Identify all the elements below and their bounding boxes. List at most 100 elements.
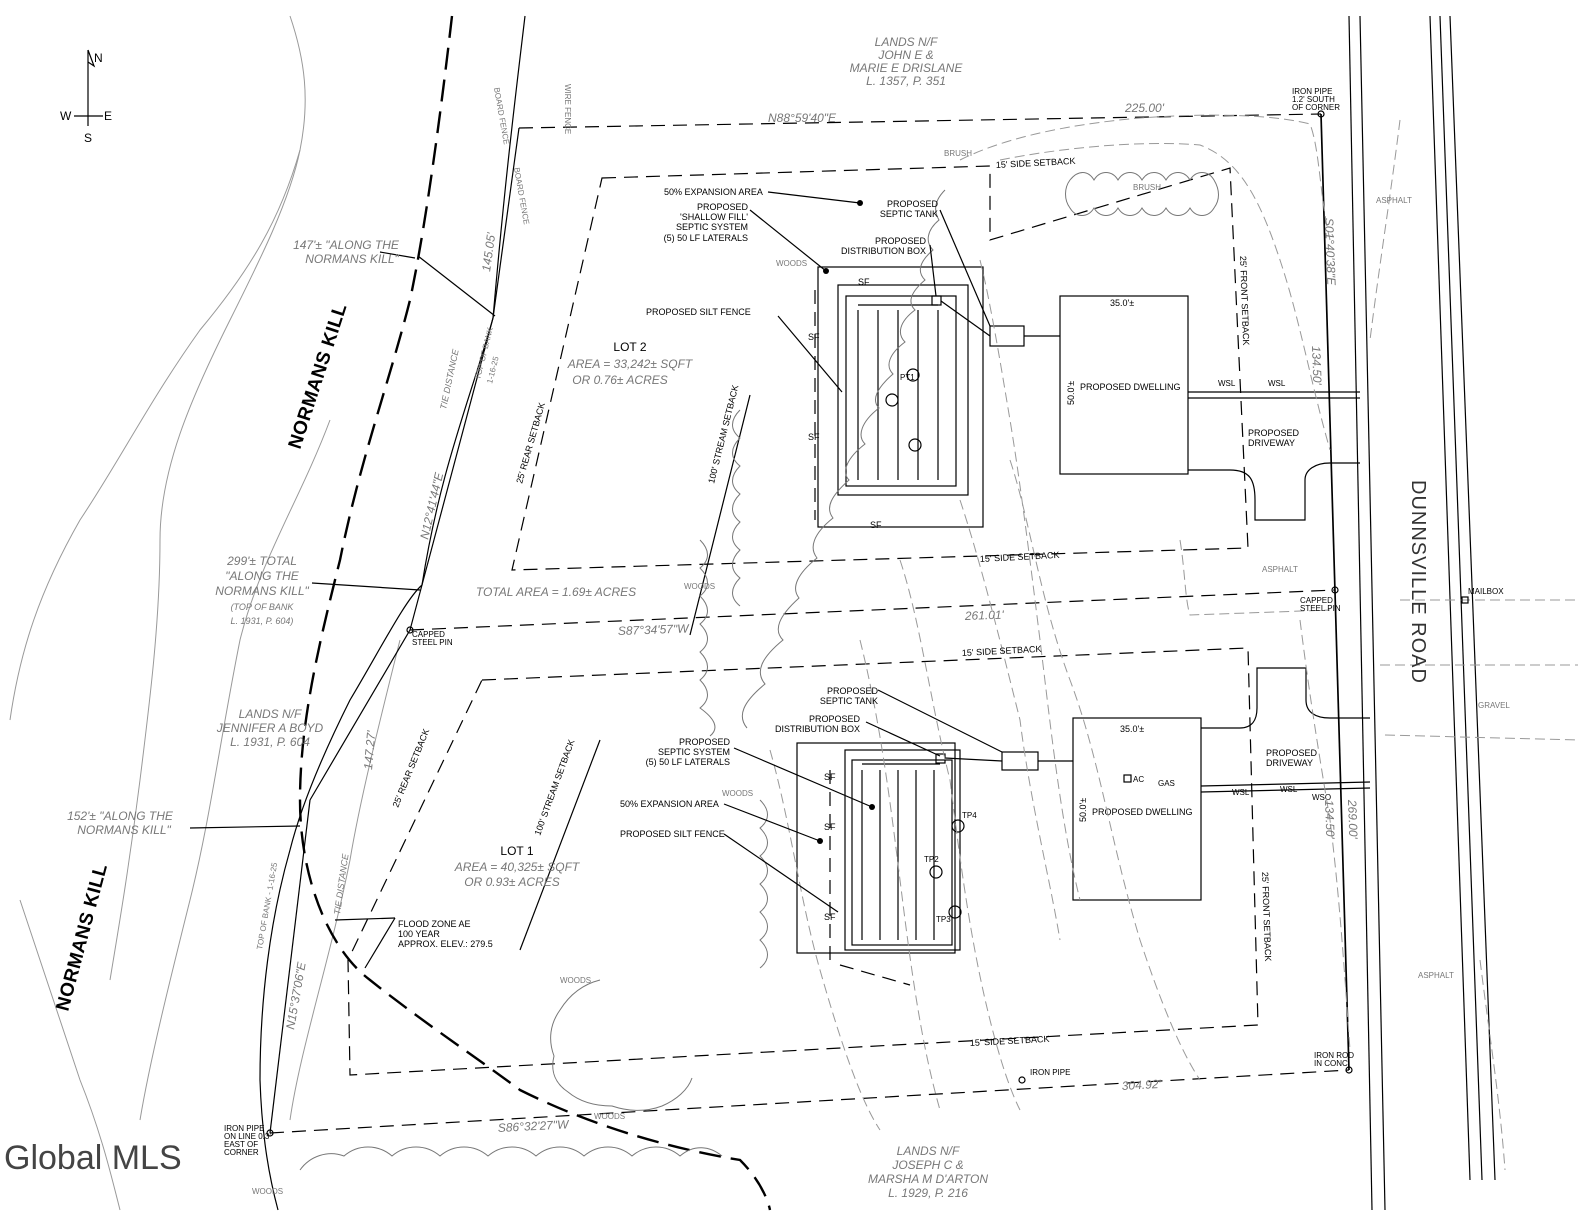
- iron-pipe-line-label: IRON PIPE ON LINE 0.3' EAST OF CORNER: [224, 1124, 271, 1157]
- total-area: TOTAL AREA = 1.69± ACRES: [476, 585, 636, 599]
- capped-pin-east-label: CAPPED STEEL PIN: [1300, 596, 1341, 613]
- flood-zone-label: FLOOD ZONE AE 100 YEAR APPROX. ELEV.: 27…: [398, 919, 493, 949]
- sf-label: SF: [858, 277, 870, 287]
- brush-label: BRUSH: [1133, 183, 1161, 192]
- lot1-septic-system-label: PROPOSED SEPTIC SYSTEM (5) 50 LF LATERAL…: [646, 737, 731, 767]
- lot2-silt-fence-label: PROPOSED SILT FENCE: [646, 307, 751, 317]
- south-distance: 304.92': [1121, 1077, 1161, 1093]
- iron-rod-icon: [1345, 1066, 1353, 1074]
- side-setback-bottom: 15' SIDE SETBACK: [970, 1034, 1050, 1048]
- lot1-silt-fence-label: PROPOSED SILT FENCE: [620, 829, 725, 839]
- svg-text:CAPPED: CAPPED: [412, 630, 445, 639]
- test-pit-icon: [885, 393, 899, 407]
- lot1-dist-box-label: PROPOSED DISTRIBUTION BOX: [775, 714, 861, 734]
- svg-text:PROPOSED: PROPOSED: [809, 714, 861, 724]
- contour-lines: [769, 114, 1506, 1171]
- middle-distance: 261.01': [964, 608, 1005, 623]
- mailbox-label: MAILBOX: [1468, 587, 1504, 596]
- top-of-bank-upper-date: 1-16-25: [485, 355, 501, 384]
- sf-label: SF: [824, 912, 836, 922]
- svg-text:OR 0.93± ACRES: OR 0.93± ACRES: [464, 875, 560, 889]
- north-arrow-icon: N S E W: [60, 49, 112, 145]
- svg-text:(5) 50 LF LATERALS: (5) 50 LF LATERALS: [664, 233, 748, 243]
- svg-text:AREA = 33,242± SQFT: AREA = 33,242± SQFT: [567, 357, 694, 371]
- west-upper-bearing: N12°41'44"E: [417, 470, 446, 540]
- svg-text:PROPOSED: PROPOSED: [887, 199, 939, 209]
- svg-text:STEEL PIN: STEEL PIN: [1300, 604, 1341, 613]
- treeline-woods: [299, 172, 1219, 1171]
- top-of-bank-lower: TOP OF BANK - 1-16-25: [255, 861, 279, 950]
- east-total-distance: 269.00': [1345, 799, 1360, 840]
- lot1-dwelling-depth: 50.0'±: [1078, 798, 1088, 822]
- east-bearing: S01°40'38"E: [1322, 218, 1338, 287]
- sf-label: SF: [870, 520, 882, 530]
- lot2-stream-setback: [689, 394, 751, 636]
- test-pit-icon: [929, 865, 943, 879]
- svg-text:STEEL PIN: STEEL PIN: [412, 638, 453, 647]
- compass-s: S: [84, 131, 92, 145]
- lot1-dwelling-width: 35.0'±: [1120, 724, 1144, 734]
- svg-text:PROPOSED: PROPOSED: [679, 737, 731, 747]
- rear-setback-lot2: 25' REAR SETBACK: [514, 401, 547, 484]
- woods-label: WOODS: [722, 789, 753, 798]
- lot1-septic-tank-label: PROPOSED SEPTIC TANK: [820, 686, 879, 706]
- svg-text:EAST OF: EAST OF: [224, 1140, 258, 1149]
- wsl-label: WSL: [1218, 379, 1236, 388]
- svg-text:LOT 2: LOT 2: [613, 340, 646, 354]
- east-upper-distance: 134.50': [1309, 346, 1324, 386]
- stream-setback-lot1: 100' STREAM SETBACK: [532, 738, 576, 837]
- capped-pin-icon: [406, 626, 414, 634]
- test-pit-icon: [908, 438, 922, 452]
- middle-bearing: S87°34'57"W: [618, 621, 691, 638]
- svg-text:NORMANS KILL": NORMANS KILL": [305, 252, 399, 266]
- along-152-label: 152'± "ALONG THE NORMANS KILL": [67, 809, 174, 837]
- lot2-septic-tank-label: PROPOSED SEPTIC TANK: [880, 199, 939, 219]
- svg-text:OF CORNER: OF CORNER: [1292, 103, 1340, 112]
- dunnsville-road: [1348, 15, 1578, 1211]
- lot2-label: LOT 2 AREA = 33,242± SQFT OR 0.76± ACRES: [567, 340, 694, 387]
- board-fence-label: BOARD FENCE: [512, 167, 531, 225]
- stream-label-lower: NORMANS KILL: [53, 861, 113, 1013]
- svg-text:JOSEPH C &: JOSEPH C &: [891, 1158, 963, 1172]
- tie-upper-distance: 145.05': [479, 231, 498, 272]
- front-setback-lot1: 25' FRONT SETBACK: [1260, 872, 1273, 962]
- compass-e: E: [104, 109, 112, 123]
- capped-pin-icon: [1331, 586, 1339, 594]
- flood-zone-line: [334, 917, 396, 921]
- svg-text:LANDS N/F: LANDS N/F: [897, 1144, 960, 1158]
- lot1-label: LOT 1 AREA = 40,325± SQFT OR 0.93± ACRES: [454, 844, 581, 889]
- svg-text:"ALONG THE: "ALONG THE: [225, 569, 300, 583]
- tp-label: TP3: [936, 915, 951, 924]
- sf-label: SF: [808, 432, 820, 442]
- svg-text:OR 0.76± ACRES: OR 0.76± ACRES: [572, 373, 668, 387]
- lot1-stream-setback: [519, 739, 601, 951]
- svg-text:CORNER: CORNER: [224, 1148, 259, 1157]
- watermark: Global MLS: [4, 1139, 182, 1177]
- woods-label: WOODS: [560, 976, 591, 985]
- tp-label: TP4: [962, 811, 977, 820]
- top-of-bank-line: [259, 15, 526, 1211]
- leader-lines: [189, 191, 1003, 913]
- svg-text:1.2' SOUTH: 1.2' SOUTH: [1292, 95, 1335, 104]
- svg-text:PROPOSED: PROPOSED: [827, 686, 879, 696]
- woods-label: WOODS: [594, 1112, 625, 1121]
- lot2-septic: [817, 266, 1060, 528]
- along-299-label: 299'± TOTAL "ALONG THE NORMANS KILL" (TO…: [215, 554, 309, 626]
- svg-text:JOHN E &: JOHN E &: [877, 48, 933, 62]
- lot2-septic-system-label: PROPOSED 'SHALLOW FILL' SEPTIC SYSTEM (5…: [664, 202, 749, 243]
- svg-text:152'± "ALONG THE: 152'± "ALONG THE: [67, 809, 174, 823]
- svg-text:147'± "ALONG THE: 147'± "ALONG THE: [293, 238, 400, 252]
- iron-pipe-label: IRON PIPE: [1030, 1068, 1070, 1077]
- svg-text:PROPOSED: PROPOSED: [875, 236, 927, 246]
- iron-pipe-icon: [1018, 1076, 1026, 1084]
- lot2-expansion-label: 50% EXPANSION AREA: [664, 187, 763, 197]
- svg-text:DISTRIBUTION BOX: DISTRIBUTION BOX: [841, 246, 926, 256]
- svg-text:L. 1931, P. 604: L. 1931, P. 604: [230, 735, 310, 749]
- compass-n: N: [94, 51, 103, 65]
- svg-text:100 YEAR: 100 YEAR: [398, 929, 440, 939]
- lot1-septic-tank: [1001, 751, 1039, 771]
- svg-text:IRON PIPE: IRON PIPE: [1292, 87, 1332, 96]
- owner-north: LANDS N/F JOHN E & MARIE E DRISLANE L. 1…: [850, 35, 964, 88]
